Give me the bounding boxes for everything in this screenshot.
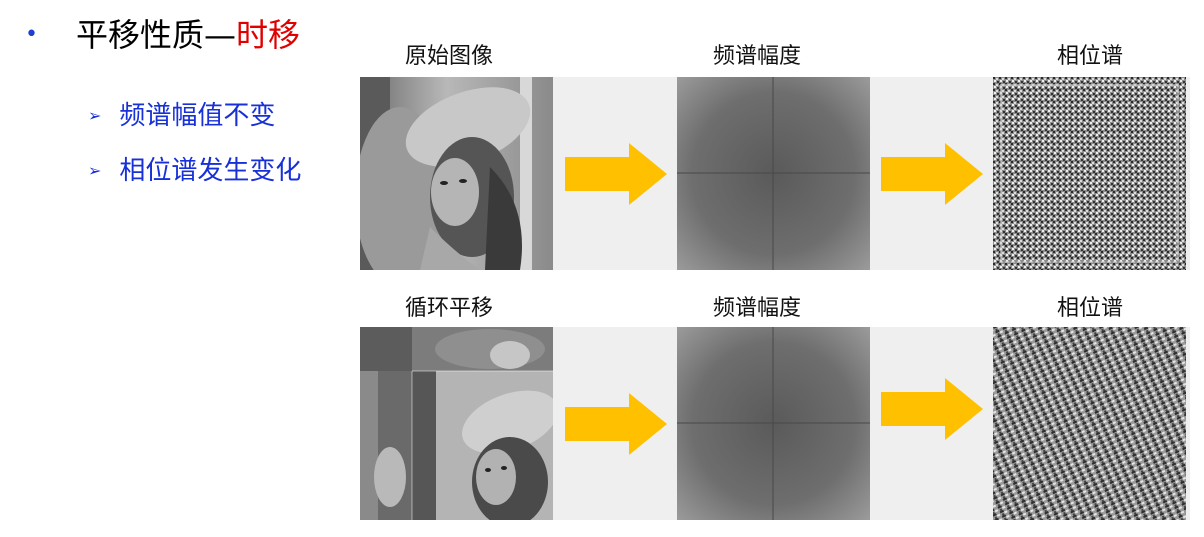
phase-spectrum-2 (993, 327, 1186, 520)
point-1-text: 频谱幅值不变 (119, 101, 276, 131)
arrow-right-icon (565, 393, 667, 455)
magnitude-spectrum-2 (677, 327, 870, 520)
arrow-bullet-icon: ➢ (88, 106, 102, 125)
arrow-right-icon (565, 143, 667, 205)
caption-phase-2: 相位谱 (1057, 296, 1124, 321)
point-2-text: 相位谱发生变化 (119, 156, 302, 186)
phase-spectrum-1 (993, 77, 1186, 270)
arrow-right-icon (881, 143, 983, 205)
arrow-right-icon (881, 378, 983, 440)
caption-magnitude-1: 频谱幅度 (713, 44, 802, 69)
caption-original-image: 原始图像 (405, 44, 494, 69)
shifted-image (360, 327, 553, 520)
original-image (360, 77, 553, 270)
title-main: 平移性质— (76, 16, 237, 54)
caption-magnitude-2: 频谱幅度 (713, 296, 802, 321)
title-highlight: 时移 (236, 16, 301, 54)
point-2: ➢ 相位谱发生变化 (88, 150, 301, 187)
arrow-bullet-icon: ➢ (88, 161, 102, 180)
magnitude-spectrum-1 (677, 77, 870, 270)
slide-title: 平移性质—时移 (76, 10, 300, 56)
bullet-dot: • (25, 22, 38, 47)
point-1: ➢ 频谱幅值不变 (88, 95, 275, 132)
caption-circular-shift: 循环平移 (405, 296, 494, 321)
caption-phase-1: 相位谱 (1057, 44, 1124, 69)
